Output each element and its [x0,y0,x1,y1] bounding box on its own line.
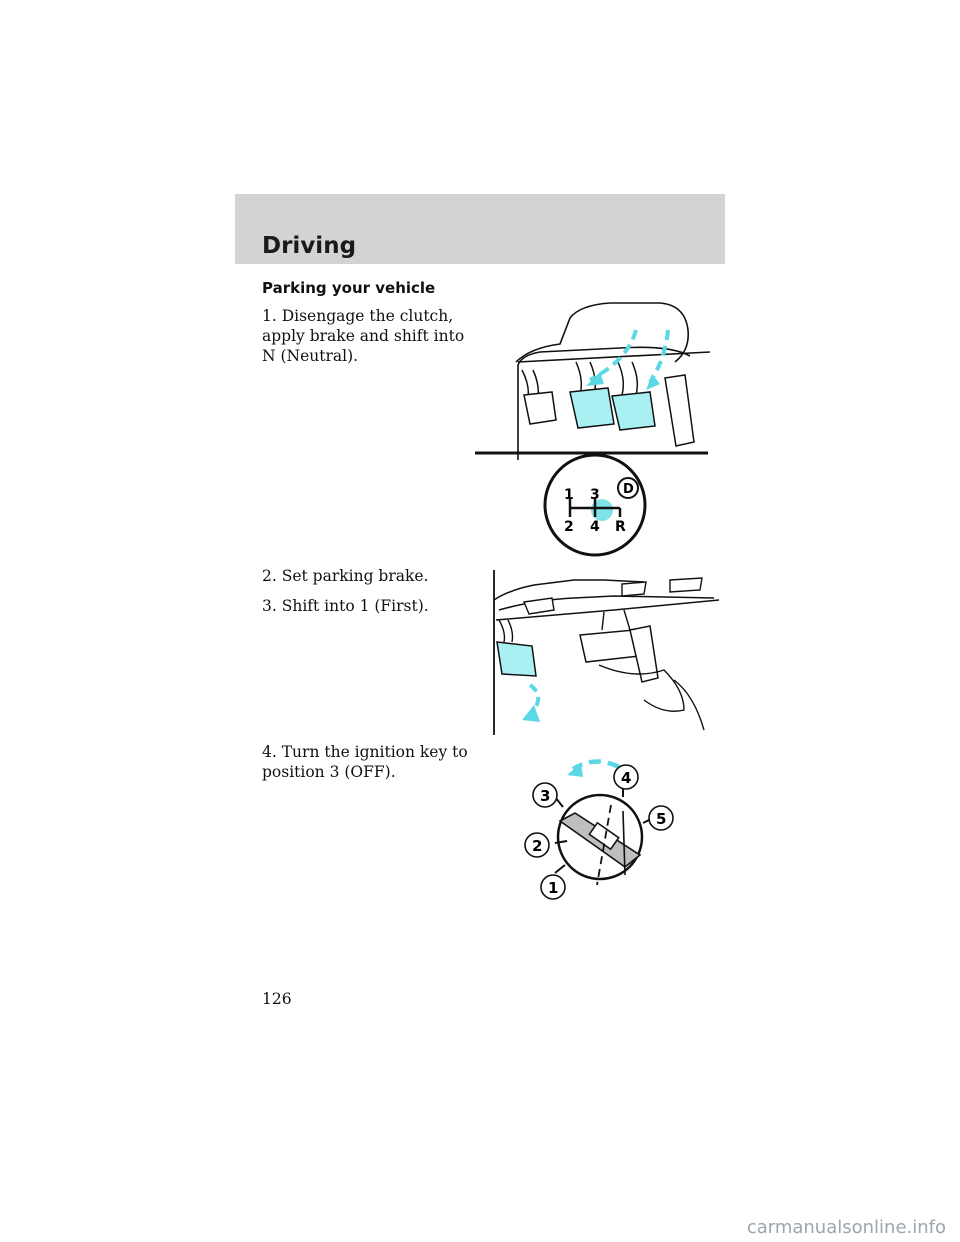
shift-label-4: 4 [590,519,600,535]
shift-label-2: 2 [564,519,574,535]
shift-badge-d: D [623,482,634,497]
step-2-text: 2. Set parking brake. [262,567,429,585]
ignition-label-2: 2 [532,837,542,855]
page-number: 126 [262,990,292,1008]
step-1-text: 1. Disengage the clutch, apply brake and… [262,307,465,365]
shift-pattern-illustration: 1 3 2 4 R D [543,453,647,557]
subheading: Parking your vehicle [262,279,436,297]
ignition-label-4: 4 [621,769,631,787]
step-4-text: 4. Turn the ignition key to position 3 (… [262,743,468,781]
ignition-label-1: 1 [548,879,558,897]
ignition-label-3: 3 [540,787,550,805]
ignition-illustration: 4 3 5 2 1 [524,759,674,900]
parking-brake-illustration [493,570,720,735]
section-header-band [235,194,725,264]
section-title: Driving [262,233,357,259]
footer-watermark: carmanualsonline.info [746,1217,946,1238]
shift-label-1: 1 [564,487,574,503]
pedals-illustration [475,302,711,460]
shift-label-r: R [615,519,626,535]
step-3-text: 3. Shift into 1 (First). [262,597,429,615]
shift-label-3: 3 [590,487,600,503]
ignition-label-5: 5 [656,810,666,828]
